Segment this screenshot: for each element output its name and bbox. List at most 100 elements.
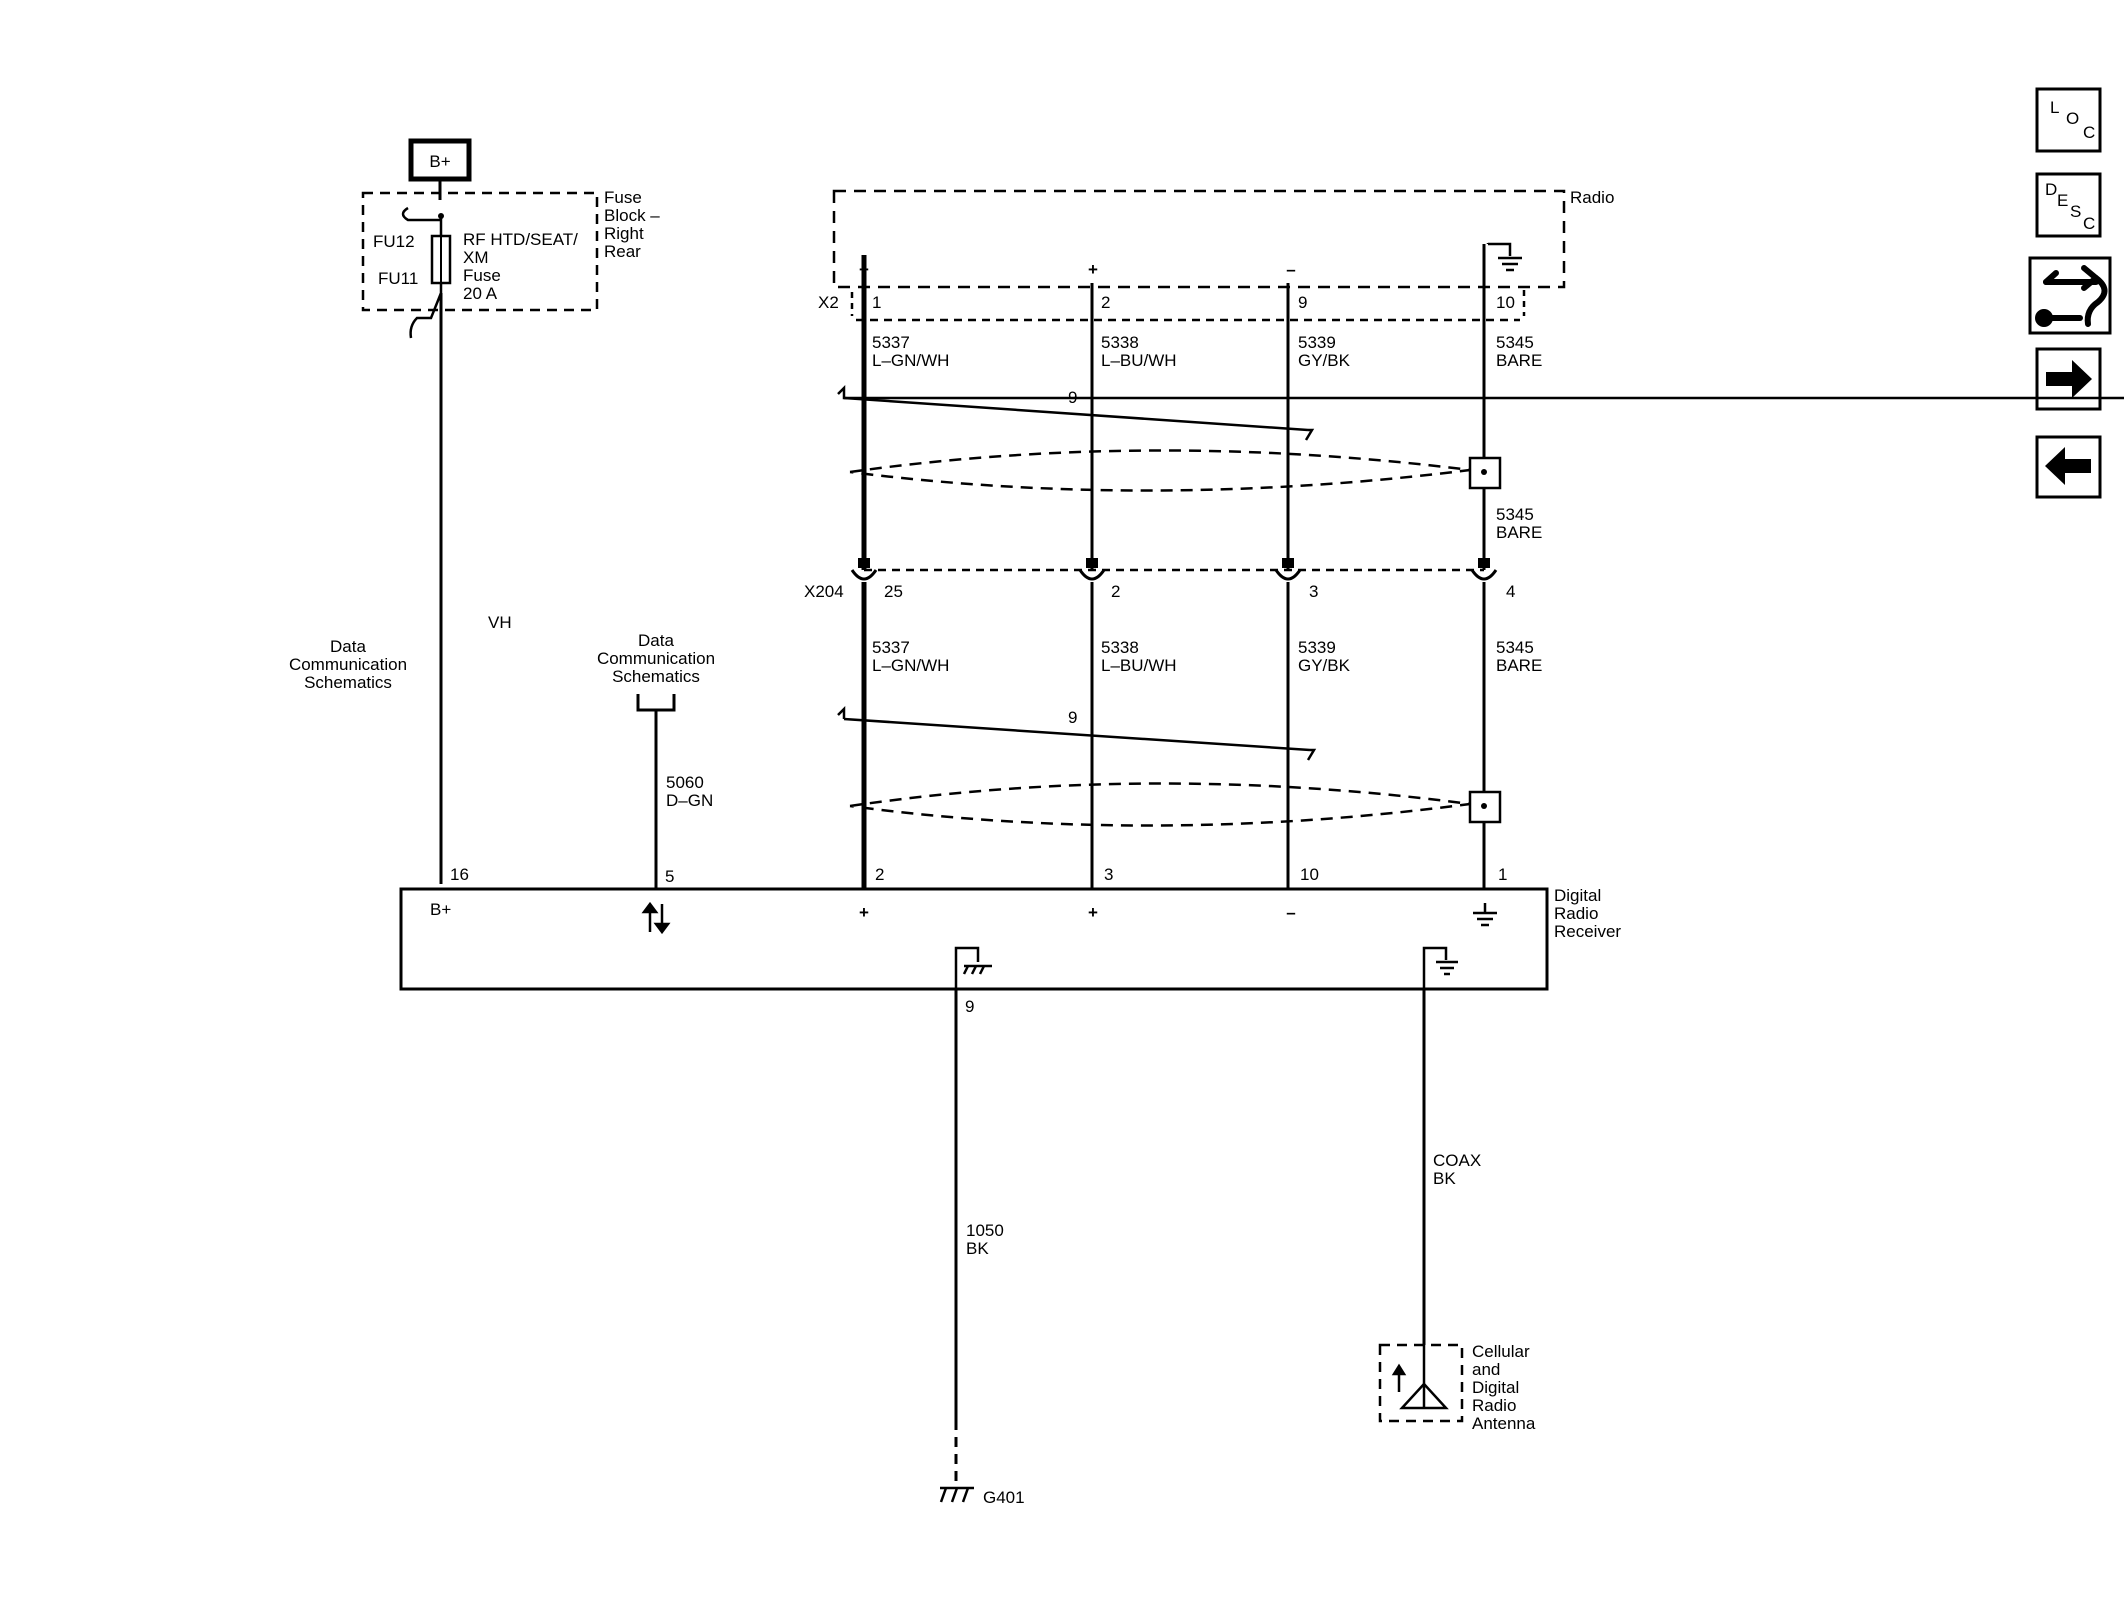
shield-ellipse	[849, 449, 1502, 492]
svg-text:G401: G401	[983, 1488, 1025, 1507]
svg-text:B+: B+	[430, 900, 451, 919]
svg-text:10: 10	[1496, 293, 1515, 312]
svg-text:9: 9	[1298, 293, 1307, 312]
svg-text:10: 10	[1300, 865, 1319, 884]
svg-text:20 A: 20 A	[463, 284, 498, 303]
svg-text:C: C	[2083, 123, 2095, 142]
svg-text:2: 2	[1111, 582, 1120, 601]
svg-text:L–GN/WH: L–GN/WH	[872, 351, 949, 370]
svg-text:Radio: Radio	[1472, 1396, 1516, 1415]
svg-text:5339: 5339	[1298, 333, 1336, 352]
svg-text:Radio: Radio	[1554, 904, 1598, 923]
svg-text:Communication: Communication	[597, 649, 715, 668]
svg-text:Fuse: Fuse	[604, 188, 642, 207]
svg-text:9: 9	[1068, 708, 1077, 727]
g401-ground-icon	[939, 1486, 974, 1503]
next-page-button[interactable]	[2035, 347, 2102, 411]
svg-text:Schematics: Schematics	[612, 667, 700, 686]
svg-text:Schematics: Schematics	[304, 673, 392, 692]
twisted-wire-indicator	[837, 384, 2124, 441]
svg-text:5337: 5337	[872, 638, 910, 657]
svg-text:Antenna: Antenna	[1472, 1414, 1536, 1433]
svg-text:Digital: Digital	[1472, 1378, 1519, 1397]
svg-text:3: 3	[1104, 865, 1113, 884]
bidirectional-arrow-icon	[641, 901, 671, 935]
battery-positive-box: B+	[408, 138, 472, 182]
svg-text:1: 1	[1498, 865, 1507, 884]
description-button[interactable]: D E S C	[2035, 172, 2102, 238]
svg-text:B+: B+	[429, 152, 450, 171]
svg-text:2: 2	[1101, 293, 1110, 312]
twisted-wire-indicator-2	[837, 705, 1317, 761]
svg-text:Communication: Communication	[289, 655, 407, 674]
svg-text:5060: 5060	[666, 773, 704, 792]
svg-text:X2: X2	[818, 293, 839, 312]
digital-radio-receiver: Digital Radio Receiver	[399, 886, 1621, 991]
svg-text:FU12: FU12	[373, 232, 415, 251]
svg-text:2: 2	[875, 865, 884, 884]
data-communication-link-middle[interactable]: Data Communication Schematics	[597, 631, 715, 686]
svg-text:Digital: Digital	[1554, 886, 1601, 905]
svg-text:BK: BK	[966, 1239, 989, 1258]
data-communication-link-left[interactable]: Data Communication Schematics	[289, 637, 407, 692]
svg-text:Fuse: Fuse	[463, 266, 501, 285]
svg-text:Right: Right	[604, 224, 644, 243]
connector-view-button[interactable]	[2028, 256, 2112, 335]
svg-text:L–BU/WH: L–BU/WH	[1101, 656, 1177, 675]
svg-text:RF HTD/SEAT/: RF HTD/SEAT/	[463, 230, 578, 249]
svg-text:Rear: Rear	[604, 242, 641, 261]
arrow-right-icon	[2046, 360, 2092, 398]
svg-text:25: 25	[884, 582, 903, 601]
svg-text:D: D	[2045, 180, 2057, 199]
cellular-digital-radio-antenna: Cellular and Digital Radio Antenna	[1378, 1342, 1536, 1433]
arrow-left-icon	[2045, 447, 2091, 485]
circuit-labels-x204: 5337 L–GN/WH 5338 L–BU/WH 5339 GY/BK 534…	[872, 638, 1542, 675]
svg-text:16: 16	[450, 865, 469, 884]
svg-text:+: +	[1088, 260, 1098, 279]
svg-text:1: 1	[872, 293, 881, 312]
svg-text:Receiver: Receiver	[1554, 922, 1621, 941]
svg-text:Radio: Radio	[1570, 188, 1614, 207]
svg-text:9: 9	[1068, 388, 1077, 407]
svg-text:BARE: BARE	[1496, 656, 1542, 675]
previous-page-button[interactable]	[2035, 435, 2102, 499]
fuse-block-right-rear: FU12 FU11 RF HTD/SEAT/ XM Fuse 20 A Fuse…	[361, 188, 660, 312]
svg-text:Data: Data	[330, 637, 366, 656]
svg-text:5338: 5338	[1101, 638, 1139, 657]
svg-text:5339: 5339	[1298, 638, 1336, 657]
svg-text:–: –	[1286, 260, 1295, 279]
location-button[interactable]: L O C	[2035, 87, 2102, 153]
svg-text:3: 3	[1309, 582, 1318, 601]
svg-text:X204: X204	[804, 582, 844, 601]
svg-text:FU11: FU11	[378, 269, 418, 288]
svg-text:5345: 5345	[1496, 505, 1534, 524]
svg-text:D–GN: D–GN	[666, 791, 713, 810]
svg-text:C: C	[2083, 214, 2095, 233]
shield-ellipse-2	[849, 782, 1502, 827]
svg-text:GY/BK: GY/BK	[1298, 656, 1351, 675]
svg-text:L–BU/WH: L–BU/WH	[1101, 351, 1177, 370]
svg-text:L: L	[2050, 98, 2059, 117]
svg-text:5345: 5345	[1496, 333, 1534, 352]
svg-text:GY/BK: GY/BK	[1298, 351, 1351, 370]
svg-text:5338: 5338	[1101, 333, 1139, 352]
svg-text:XM: XM	[463, 248, 489, 267]
svg-text:and: and	[1472, 1360, 1500, 1379]
svg-text:L–GN/WH: L–GN/WH	[872, 656, 949, 675]
svg-text:BARE: BARE	[1496, 523, 1542, 542]
connector-wrench-icon	[2035, 265, 2108, 327]
svg-text:Data: Data	[638, 631, 674, 650]
svg-text:5337: 5337	[872, 333, 910, 352]
svg-text:5: 5	[665, 867, 674, 886]
svg-text:VH: VH	[488, 613, 512, 632]
svg-text:4: 4	[1506, 582, 1515, 601]
coax-ground-icon	[1422, 946, 1458, 1345]
svg-text:9: 9	[965, 997, 974, 1016]
connector-x204: X204	[804, 558, 1498, 601]
svg-text:COAX: COAX	[1433, 1151, 1481, 1170]
svg-text:+: +	[859, 903, 869, 922]
svg-text:S: S	[2070, 202, 2081, 221]
radio-ground-icon	[1486, 242, 1522, 272]
